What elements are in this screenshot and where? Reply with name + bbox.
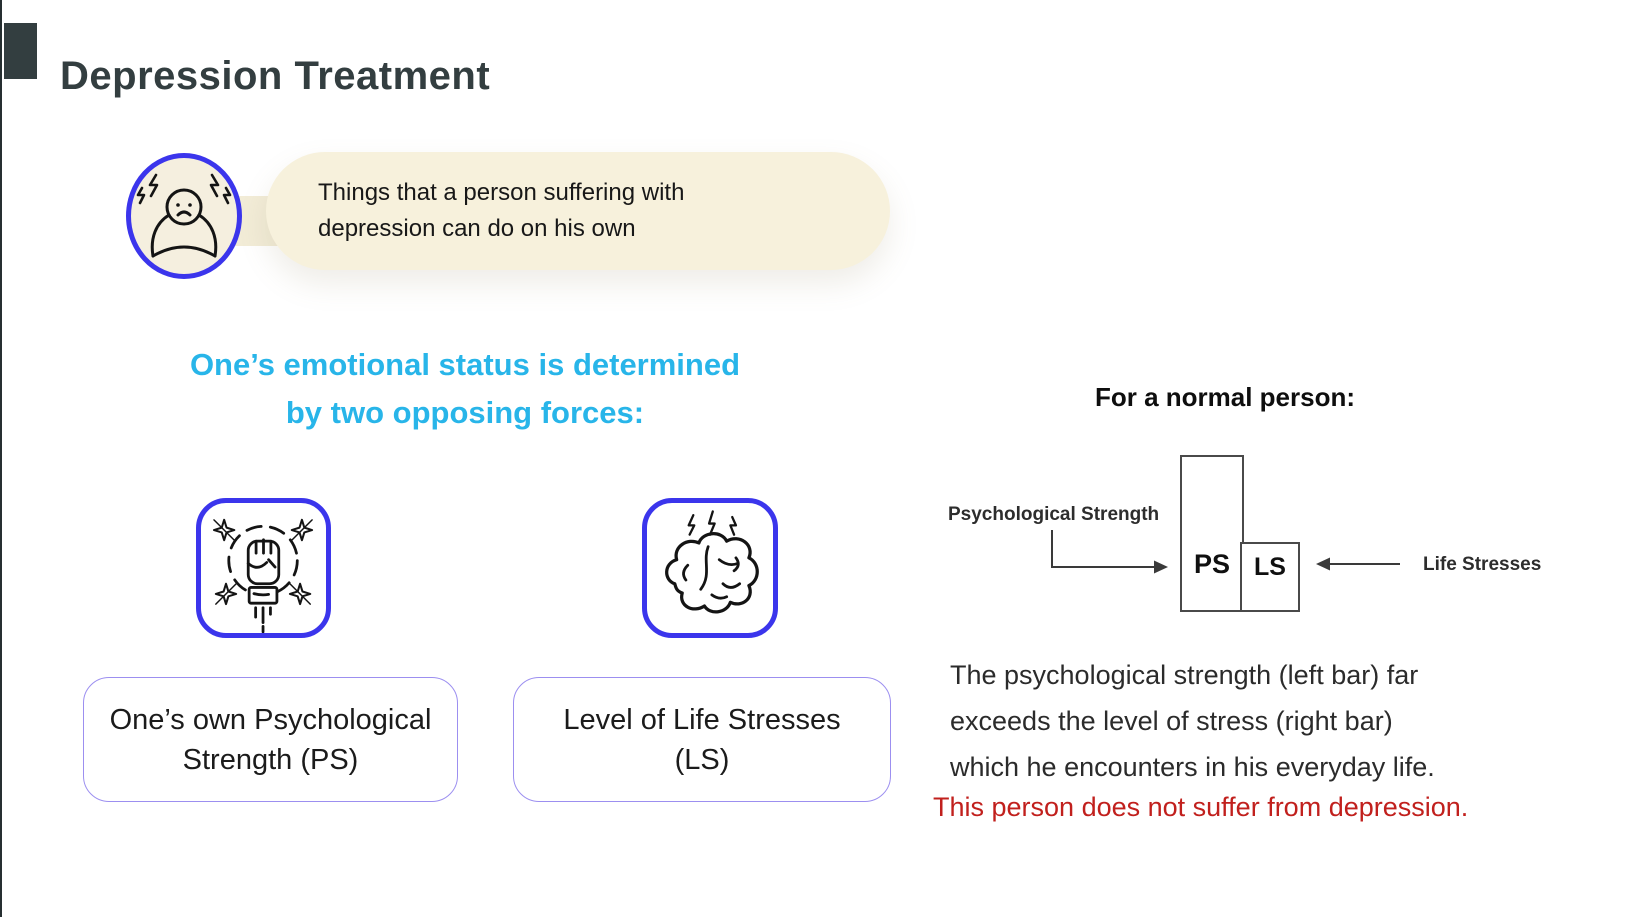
conclusion-text: This person does not suffer from depress… (933, 792, 1469, 822)
page-title: Depression Treatment (60, 53, 491, 98)
ls-bar (1240, 542, 1300, 612)
diagram-left-arrowhead (1154, 560, 1168, 574)
ps-bar-code: PS (1194, 549, 1230, 579)
fist-strength-icon (212, 518, 314, 633)
title-accent-square (4, 23, 37, 79)
diagram-right-arrowhead (1316, 557, 1330, 571)
description-paragraph: The psychological strength (left bar) fa… (950, 652, 1590, 790)
diagram-left-label: Psychological Strength (948, 504, 1159, 525)
forces-heading-line2: by two opposing forces: (285, 395, 645, 430)
ps-bar (1180, 455, 1244, 612)
force-label-ps-line2: Strength (PS) (182, 743, 359, 776)
page-left-border (0, 0, 2, 917)
force-label-ps-line1: One’s own Psychological (109, 703, 432, 736)
force-label-ps: One’s own Psychological Strength (PS) (83, 677, 458, 802)
description-line3: which he encounters in his everyday life… (950, 752, 1435, 782)
callout-text-line1: Things that a person suffering with (318, 179, 685, 206)
force-card-ps (196, 498, 331, 638)
stressed-person-icon (126, 153, 242, 279)
force-label-ls-line1: Level of Life Stresses (563, 703, 841, 736)
normal-person-heading: For a normal person: (1094, 382, 1356, 412)
ps-ls-bar-diagram: Psychological Strength PS LS Life Stress… (948, 455, 1541, 612)
callout-text-line2: depression can do on his own (318, 215, 636, 242)
diagram-left-arrow (1051, 530, 1154, 568)
force-label-ls-line2: (LS) (674, 743, 730, 776)
diagram-right-label: Life Stresses (1423, 554, 1541, 575)
forces-heading: One’s emotional status is determined by … (55, 341, 875, 437)
description-line1: The psychological strength (left bar) fa… (950, 660, 1419, 690)
force-card-ls (642, 498, 778, 638)
forces-heading-line1: One’s emotional status is determined (189, 347, 741, 382)
ls-bar-code: LS (1254, 553, 1286, 581)
description-line2: exceeds the level of stress (right bar) (950, 706, 1393, 736)
stressed-brain-icon (665, 510, 759, 614)
force-label-ls: Level of Life Stresses (LS) (513, 677, 891, 802)
callout-pill: Things that a person suffering with depr… (266, 152, 890, 270)
